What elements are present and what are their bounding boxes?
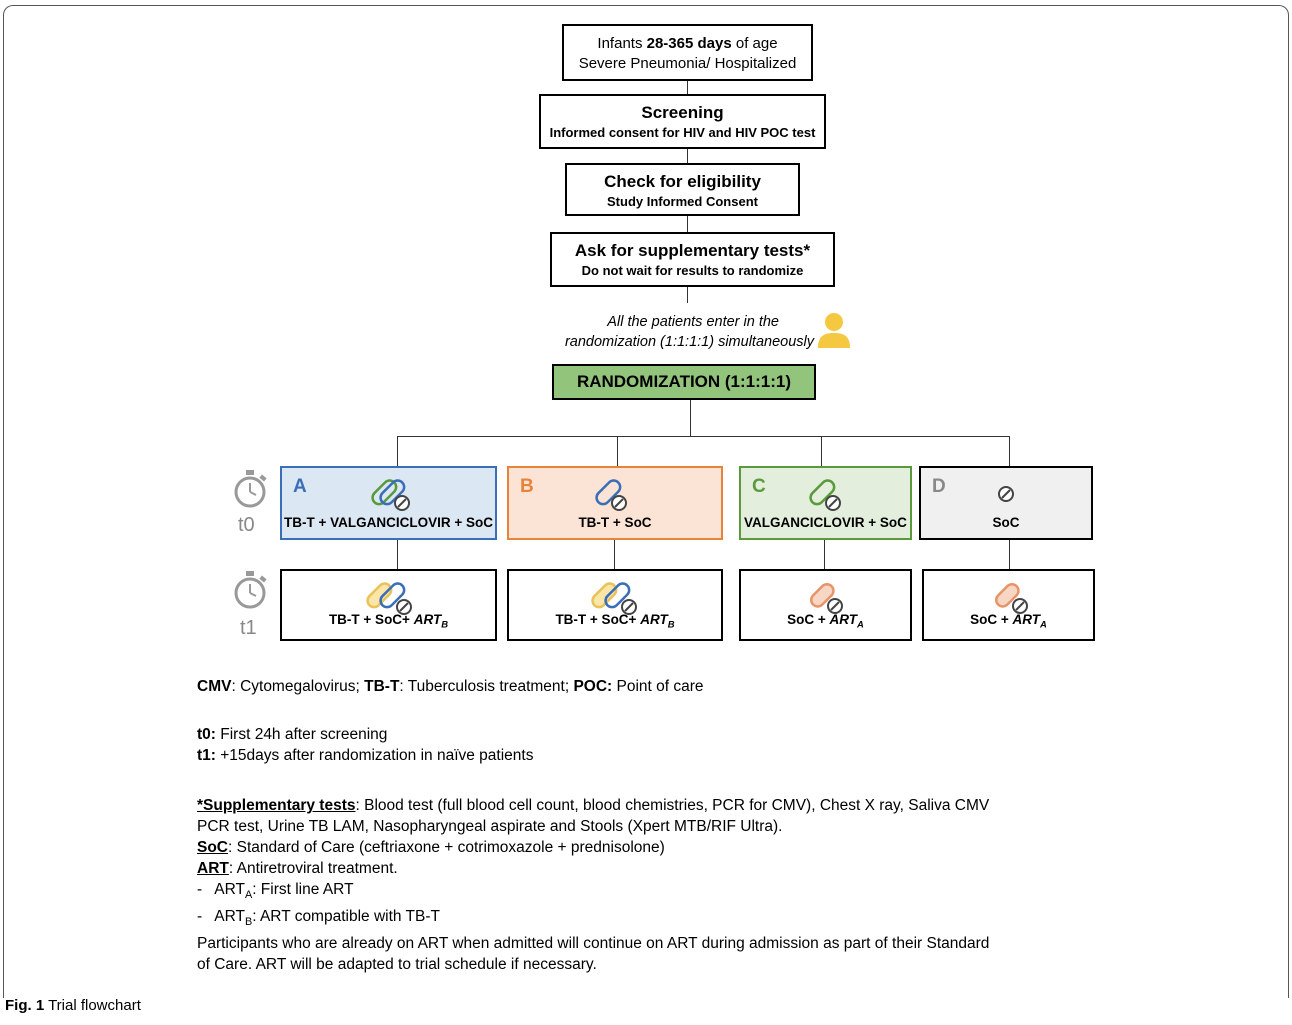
stopwatch-icon <box>234 470 267 508</box>
arm-d-t0: D SoC <box>919 466 1093 540</box>
box-eligibility: Check for eligibility Study Informed Con… <box>565 163 800 216</box>
footnotes: *Supplementary tests: Blood test (full b… <box>197 797 990 974</box>
box-screening: Screening Informed consent for HIV and H… <box>539 94 826 149</box>
arm-b-t1: TB-T + SoC+ ARTB <box>507 569 723 641</box>
person-icon <box>818 313 850 348</box>
box-infants: Infants 28-365 days of age Severe Pneumo… <box>562 24 813 81</box>
arm-a-t1: TB-T + SoC+ ARTB <box>280 569 497 641</box>
stopwatch-icon <box>234 571 267 609</box>
arm-d-t1: SoC + ARTA <box>922 569 1095 641</box>
pill-icon <box>995 583 1028 614</box>
pill-icon <box>809 479 841 511</box>
randomization-note: All the patients enter in the randomizat… <box>564 314 814 350</box>
t0-label: t0 <box>238 514 255 536</box>
arm-c-t1: SoC + ARTA <box>739 569 912 641</box>
pill-icon <box>591 582 637 615</box>
pill-icon <box>810 583 843 614</box>
box-supplementary: Ask for supplementary tests* Do not wait… <box>550 232 835 287</box>
timepoints: t0: First 24h after screening t1: +15day… <box>197 726 534 764</box>
t1-label: t1 <box>240 617 257 639</box>
pill-icon <box>371 479 410 511</box>
figure-caption: Fig. 1 Trial flowchart <box>5 997 141 1014</box>
arm-a-t0: A TB-T + VALGANCICLOVIR + SoC <box>280 466 497 540</box>
randomization-box: RANDOMIZATION (1:1:1:1) <box>552 364 816 400</box>
figure-frame <box>3 5 1289 998</box>
no-drug-icon <box>998 486 1014 502</box>
arm-c-t0: C VALGANCICLOVIR + SoC <box>739 466 912 540</box>
arm-b-t0: B TB-T + SoC <box>507 466 723 540</box>
pill-icon <box>366 582 412 615</box>
abbreviations: CMV: Cytomegalovirus; TB-T: Tuberculosis… <box>197 678 704 695</box>
pill-icon <box>595 479 627 511</box>
